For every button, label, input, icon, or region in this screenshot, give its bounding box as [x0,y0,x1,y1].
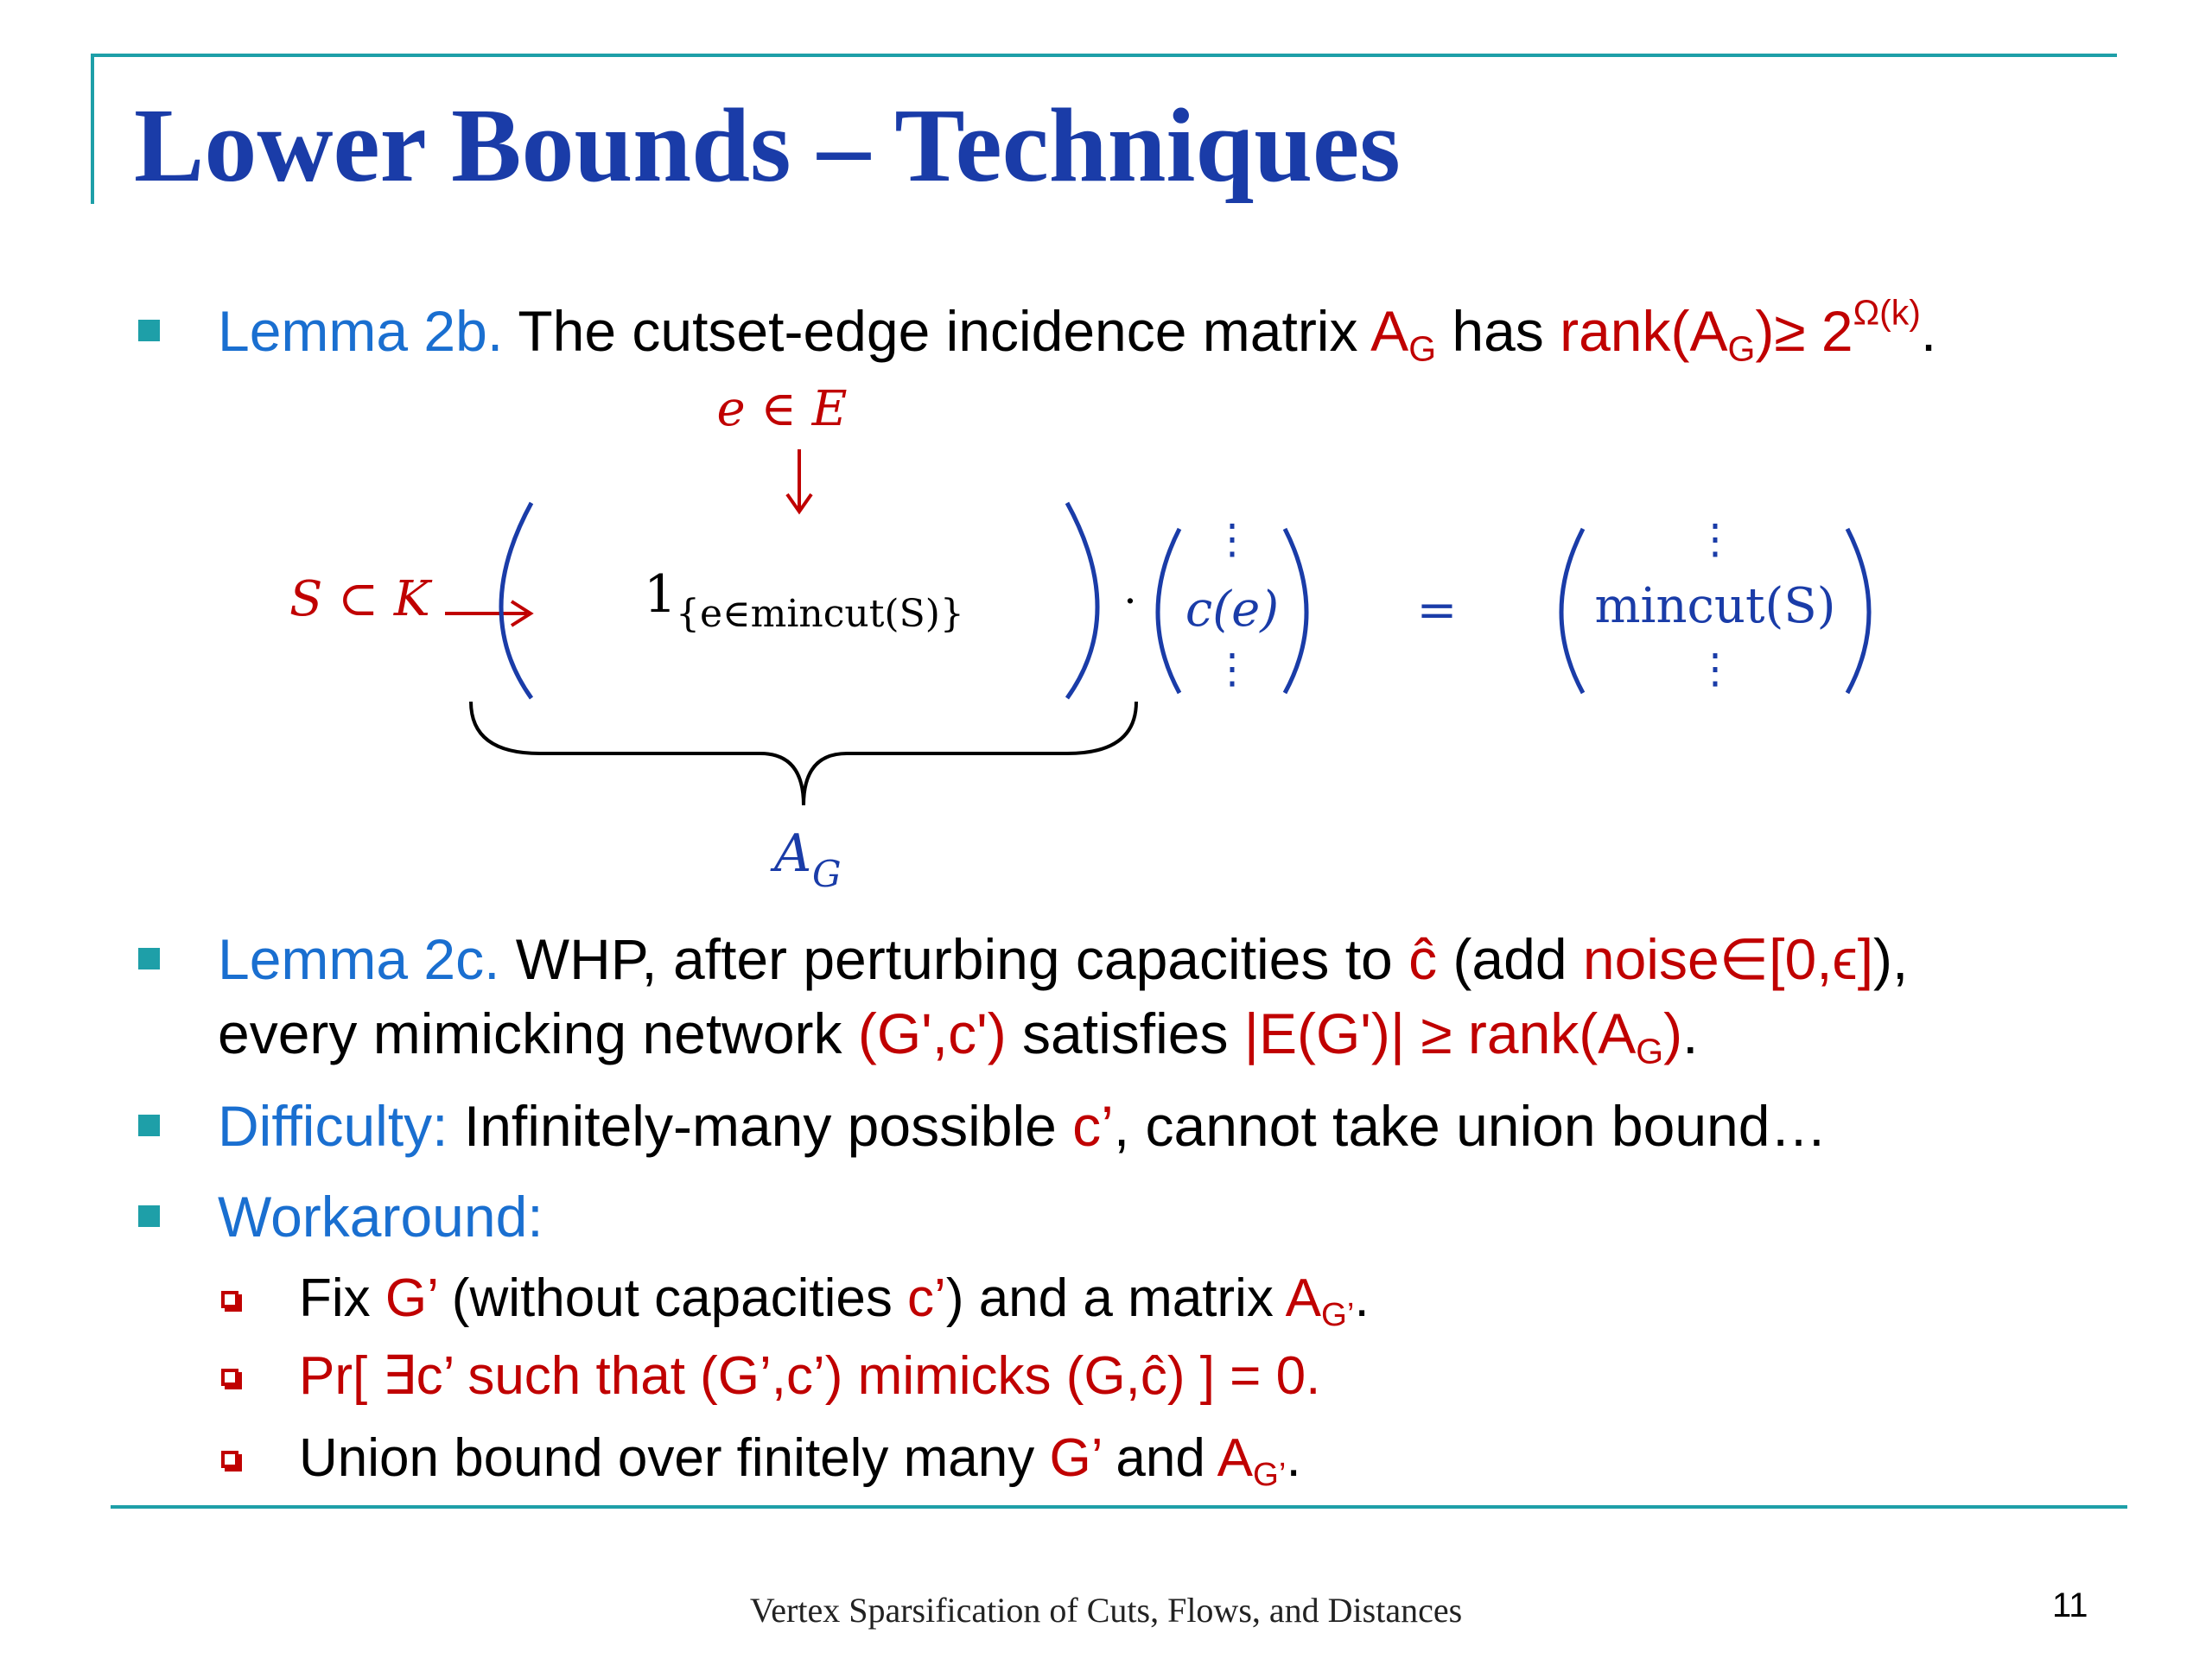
bullet-marker [138,320,160,341]
sub-bullet-union: Union bound over finitely many G’ and AG… [299,1428,1301,1493]
vector-c-vdots-top: ⋮ [1211,515,1253,563]
vector-mincut-vdots-top: ⋮ [1694,515,1736,563]
difficulty-line: Difficulty: Infinitely-many possible c’,… [218,1094,1827,1158]
title-frame-top [91,54,2117,57]
difficulty-label: Difficulty: [218,1094,448,1158]
s-subset-k-label: S ⊂ K [289,571,433,627]
matrix-left-paren [499,501,534,700]
bullet-marker [138,1205,160,1227]
title-frame-left [91,54,94,204]
workaround-line: Workaround: [218,1188,543,1245]
page-number: 11 [2052,1586,2088,1624]
e-in-E-label: e ∈ E [716,381,847,437]
lemma-2c-label: Lemma 2c. [218,927,500,991]
sub-bullet-marker [221,1369,238,1386]
vector-c-vdots-bottom: ⋮ [1211,645,1253,693]
indicator-subscript: {e∈mincut(S)} [676,592,964,636]
rank-bound: rank(AG)≥ 2Ω(k) [1560,292,1921,369]
slide-footer: Vertex Sparsification of Cuts, Flows, an… [749,1591,1463,1630]
lemma-2c-line-2: every mimicking network (G',c') satisfie… [218,1001,1699,1071]
slide-title: Lower Bounds – Techniques [134,87,1401,204]
down-arrow-head [785,493,813,515]
matrix-equation-diagram: e ∈ E S ⊂ K 1 {e∈mincut(S)} · ⋮ c(e) ⋮ =… [289,381,1872,895]
vector-mincut-right-paren [1845,527,1872,695]
bullet-marker [138,1115,160,1136]
right-arrow-head [510,600,534,627]
vector-mincut-entry: mincut(S) [1594,578,1835,634]
sub-bullet-marker [221,1291,238,1308]
matrix-right-paren [1065,501,1100,700]
workaround-label: Workaround: [218,1185,543,1249]
underbrace [469,701,1138,806]
a-g-main: A [770,823,811,884]
lemma-2b-line: Lemma 2b. The cutset-edge incidence matr… [218,292,1937,369]
sub-bullet-fix: Fix G’ (without capacities c’) and a mat… [299,1268,1370,1333]
matrix-ag: AG [1370,299,1437,369]
sub-bullet-marker [221,1451,238,1468]
vector-c-left-paren [1155,527,1182,695]
lemma-2b-label: Lemma 2b. [218,299,504,363]
footer-rule [111,1505,2127,1509]
lemma-2c-line-1: Lemma 2c. WHP, after perturbing capaciti… [218,927,1909,991]
vector-c-entry: c(e) [1185,582,1279,638]
equals-sign: = [1417,582,1458,639]
vector-mincut-left-paren [1559,527,1586,695]
indicator-main: 1 [644,564,677,625]
bullet-marker [138,948,160,969]
a-g-subscript: G [812,853,842,895]
sub-bullet-pr: Pr[ ∃c’ such that (G’,c’) mimicks (G,ĉ) … [299,1346,1321,1406]
multiply-dot: · [1123,577,1136,626]
vector-c-right-paren [1282,527,1309,695]
vector-mincut-vdots-bottom: ⋮ [1694,645,1736,693]
